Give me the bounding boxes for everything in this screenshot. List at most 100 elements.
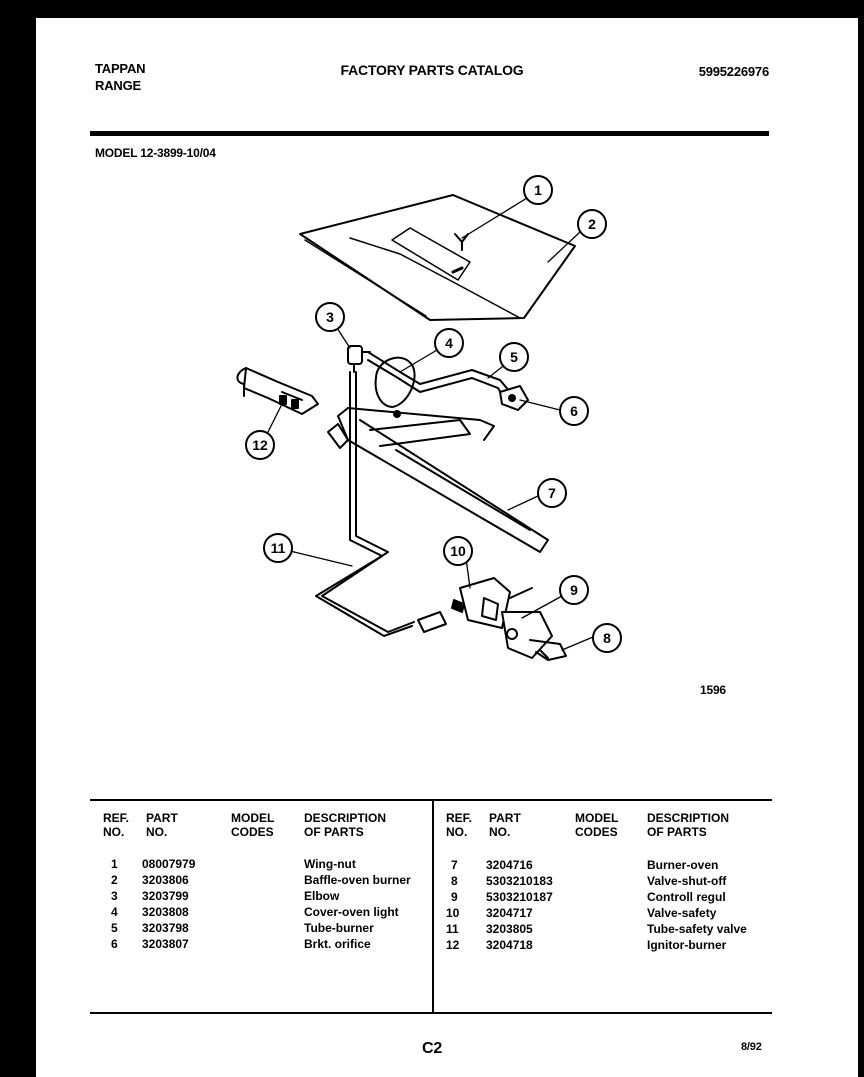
header-ref-right: REF. NO.	[446, 811, 472, 839]
callout-7-circle	[537, 478, 567, 508]
callout-1-circle	[523, 175, 553, 205]
part-description: Burner-oven	[647, 858, 719, 872]
callout-12-circle	[245, 430, 275, 460]
callout-2: 2	[588, 216, 596, 232]
page-title: FACTORY PARTS CATALOG	[340, 62, 524, 78]
drawing-code: 1596	[700, 683, 726, 697]
header-desc-left: DESCRIPTION OF PARTS	[304, 811, 386, 839]
callout-8-circle	[592, 623, 622, 653]
header-desc-right: DESCRIPTION OF PARTS	[647, 811, 729, 839]
elbow-part	[347, 345, 371, 373]
callout-4-circle	[434, 328, 464, 358]
table-divider	[432, 801, 434, 1012]
callout-10-circle	[443, 536, 473, 566]
header-desc-line2: OF PARTS	[647, 825, 707, 839]
part-number: 3204718	[486, 938, 533, 952]
ref-number: 3	[111, 889, 118, 903]
callout-1: 1	[534, 182, 542, 198]
ref-number: 5	[111, 921, 118, 935]
part-description: Baffle-oven burner	[304, 873, 411, 887]
header-part-line2: NO.	[146, 825, 168, 839]
header-desc-line2: OF PARTS	[304, 825, 364, 839]
callout-10: 10	[450, 543, 466, 559]
callout-5-circle	[499, 342, 529, 372]
header-ref-line2: NO.	[103, 825, 125, 839]
brand-block: TAPPAN RANGE	[95, 60, 146, 94]
catalog-number: 5995226976	[698, 64, 770, 79]
ignitor-burner-part	[236, 367, 319, 415]
callout-3-circle	[315, 302, 345, 332]
part-description: Wing-nut	[304, 857, 356, 871]
burner-oven-part	[327, 407, 549, 553]
header-desc-line1: DESCRIPTION	[304, 811, 387, 825]
part-description: Controll regul	[647, 890, 726, 904]
table-top-rule	[90, 799, 772, 801]
header-ref-line2: NO.	[446, 825, 468, 839]
header-ref-line1: REF.	[446, 811, 473, 825]
scan-border-top	[0, 0, 864, 18]
header-model-left: MODEL CODES	[231, 811, 274, 839]
part-number: 5303210187	[486, 890, 553, 904]
callout-2-circle	[577, 209, 607, 239]
ref-number: 7	[451, 858, 458, 872]
part-number: 3203798	[142, 921, 189, 935]
part-description: Valve-safety	[647, 906, 717, 920]
part-description: Elbow	[304, 889, 340, 903]
callout-circles	[245, 175, 622, 653]
header-part-line1: PART	[146, 811, 178, 825]
orifice-bracket-part	[499, 385, 529, 411]
ref-number: 4	[111, 905, 118, 919]
part-number: 3203807	[142, 937, 189, 951]
callout-12: 12	[252, 437, 268, 453]
control-regulator-part	[501, 611, 567, 661]
part-description: Brkt. orifice	[304, 937, 371, 951]
part-number: 3204716	[486, 858, 533, 872]
callout-7: 7	[548, 485, 556, 501]
callout-9: 9	[570, 582, 578, 598]
wing-nut-part	[454, 233, 469, 251]
callout-3: 3	[326, 309, 334, 325]
header-model-right: MODEL CODES	[575, 811, 618, 839]
print-date: 8/92	[741, 1041, 762, 1053]
exploded-parts-diagram: 1 2 3 4 5 6 7 8 9 10 11 12	[236, 175, 622, 661]
callout-11: 11	[271, 540, 286, 556]
ref-number: 9	[451, 890, 458, 904]
model-number: MODEL 12-3899-10/04	[95, 146, 216, 160]
part-number: 3203799	[142, 889, 189, 903]
ref-number: 11	[446, 922, 459, 936]
part-number: 3204717	[486, 906, 533, 920]
scan-border-left	[0, 0, 36, 1077]
callout-5: 5	[510, 349, 518, 365]
ref-number: 2	[111, 873, 118, 887]
part-number: 3203806	[142, 873, 189, 887]
callout-6-circle	[559, 396, 589, 426]
part-number: 5303210183	[486, 874, 553, 888]
header-ref-line1: REF.	[103, 811, 130, 825]
callout-9-circle	[559, 575, 589, 605]
tube-safety-valve-part	[315, 371, 415, 637]
part-number: 3203808	[142, 905, 189, 919]
leader-lines	[267, 197, 594, 651]
callout-8: 8	[603, 630, 611, 646]
callout-4: 4	[445, 335, 453, 351]
header-model-line1: MODEL	[231, 811, 275, 825]
header-ref-left: REF. NO.	[103, 811, 129, 839]
callout-11-circle	[263, 533, 293, 563]
part-number: 08007979	[142, 857, 196, 871]
part-description: Tube-burner	[304, 921, 374, 935]
tube-burner-part	[367, 351, 511, 399]
baffle-oven-burner-part	[299, 194, 576, 321]
callout-6: 6	[570, 403, 578, 419]
part-description: Cover-oven light	[304, 905, 399, 919]
part-description: Tube-safety valve	[647, 922, 747, 936]
page-number: C2	[421, 1040, 443, 1057]
header-part-right: PART NO.	[489, 811, 521, 839]
ref-number: 1	[111, 857, 118, 871]
header-part-line2: NO.	[489, 825, 511, 839]
header-desc-line1: DESCRIPTION	[647, 811, 730, 825]
valve-safety-part	[417, 577, 533, 633]
scan-border-right	[858, 0, 864, 1077]
header-part-line1: PART	[489, 811, 521, 825]
part-number: 3203805	[486, 922, 533, 936]
ref-number: 10	[446, 906, 460, 920]
